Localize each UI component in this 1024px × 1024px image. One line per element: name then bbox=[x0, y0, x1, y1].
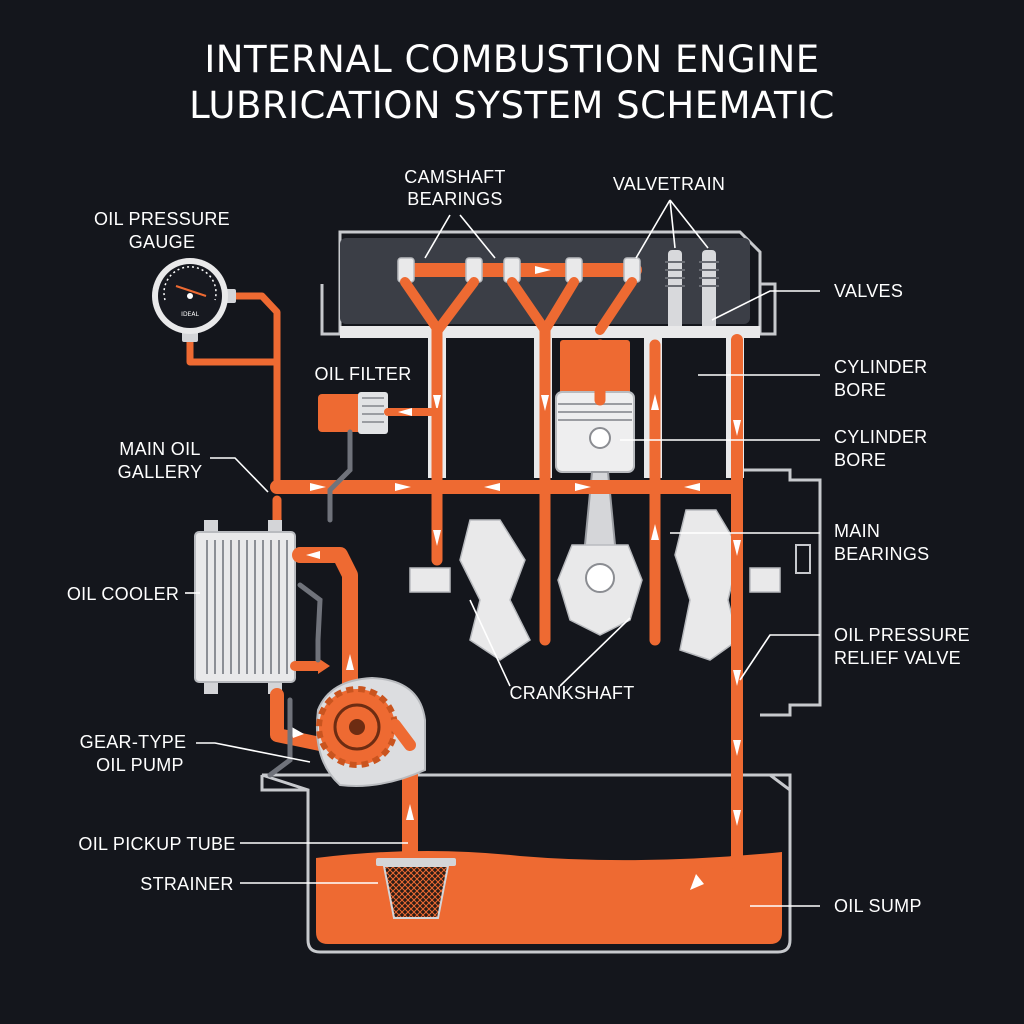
label-valvetrain: VALVETRAIN bbox=[613, 174, 725, 194]
label-gauge-line2: GAUGE bbox=[129, 232, 196, 252]
label-cylinder-bore-1-line1: CYLINDER bbox=[834, 357, 927, 377]
label-oil-pump-line1: GEAR-TYPE bbox=[80, 732, 187, 752]
valves bbox=[660, 250, 724, 332]
label-main-bearings-line1: MAIN bbox=[834, 521, 880, 541]
label-relief-valve-line2: RELIEF VALVE bbox=[834, 648, 961, 668]
label-strainer: STRAINER bbox=[140, 874, 233, 894]
labels: CAMSHAFT BEARINGS VALVETRAIN OIL PRESSUR… bbox=[67, 167, 970, 916]
title-line-2: LUBRICATION SYSTEM SCHEMATIC bbox=[189, 84, 835, 127]
oil-sump bbox=[260, 773, 792, 954]
label-oil-sump: OIL SUMP bbox=[834, 896, 922, 916]
label-cylinder-bore-2-line2: BORE bbox=[834, 450, 886, 470]
main-oil-gallery bbox=[270, 324, 743, 886]
label-cylinder-bore-2-line1: CYLINDER bbox=[834, 427, 927, 447]
label-main-bearings-line2: BEARINGS bbox=[834, 544, 929, 564]
engine-block bbox=[740, 468, 822, 717]
label-gauge-line1: OIL PRESSURE bbox=[94, 209, 230, 229]
label-camshaft-line2: BEARINGS bbox=[407, 189, 502, 209]
oil-cooler bbox=[194, 520, 296, 694]
label-crankshaft: CRANKSHAFT bbox=[509, 683, 634, 703]
label-oil-pump-line2: OIL PUMP bbox=[96, 755, 184, 775]
label-oil-cooler: OIL COOLER bbox=[67, 584, 179, 604]
flow-arrows bbox=[310, 394, 741, 890]
label-main-oil-gallery-line1: MAIN OIL bbox=[119, 439, 200, 459]
label-cylinder-bore-1-line2: BORE bbox=[834, 380, 886, 400]
strainer bbox=[376, 858, 456, 919]
crankshaft bbox=[409, 509, 781, 661]
title-line-1: INTERNAL COMBUSTION ENGINE bbox=[204, 38, 819, 81]
label-oil-pickup-tube: OIL PICKUP TUBE bbox=[78, 834, 235, 854]
camshaft-bearings bbox=[397, 257, 642, 335]
oil-pressure-gauge: IDEAL bbox=[152, 258, 281, 491]
oil-filter bbox=[318, 392, 441, 523]
gauge-face-text: IDEAL bbox=[181, 311, 199, 318]
label-relief-valve-line1: OIL PRESSURE bbox=[834, 625, 970, 645]
label-valves: VALVES bbox=[834, 281, 903, 301]
leader-lines bbox=[185, 199, 820, 907]
gear-type-oil-pump bbox=[315, 676, 426, 787]
label-camshaft-line1: CAMSHAFT bbox=[404, 167, 505, 187]
label-main-oil-gallery-line2: GALLERY bbox=[118, 462, 203, 482]
label-oil-filter: OIL FILTER bbox=[314, 364, 411, 384]
